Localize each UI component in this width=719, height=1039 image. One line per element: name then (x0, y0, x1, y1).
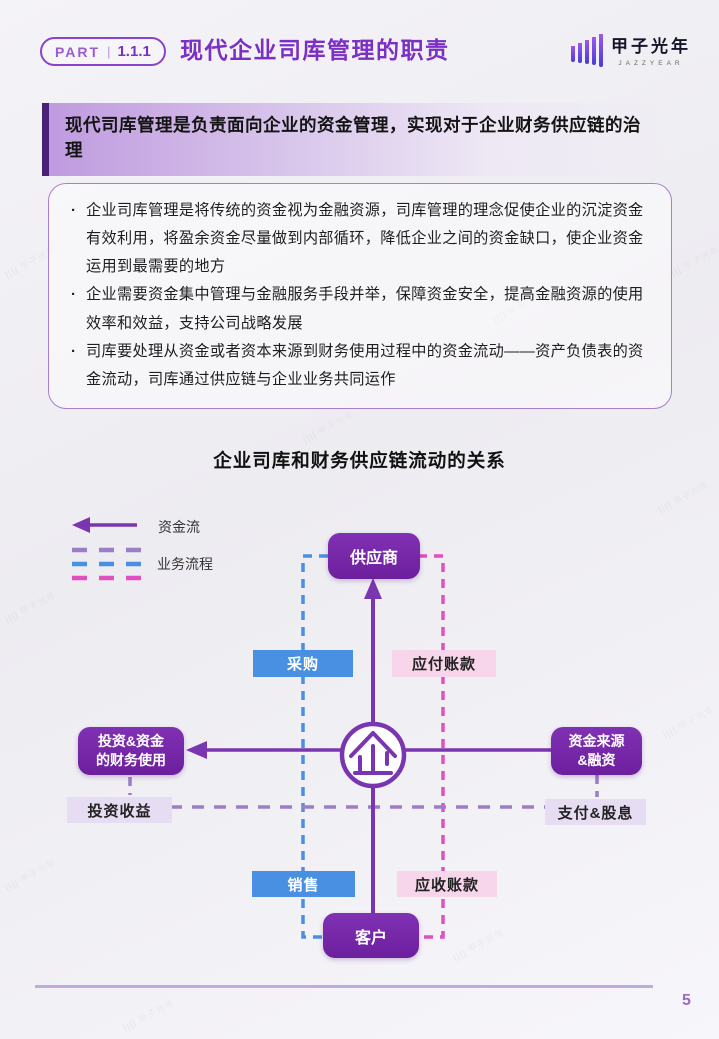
label-sales: 销售 (252, 871, 355, 897)
node-funding-source-line2: &融资 (577, 752, 616, 768)
node-investment-use-line2: 的财务使用 (96, 752, 166, 768)
part-separator: | (107, 44, 111, 59)
watermark: ||||甲子光年 (301, 409, 357, 445)
label-investment-income: 投资收益 (67, 797, 172, 823)
node-investment-use: 投资&资金 的财务使用 (78, 727, 184, 775)
watermark: ||||甲子光年 (3, 857, 59, 893)
part-badge: PART | 1.1.1 (40, 37, 166, 66)
legend-capital-flow-label: 资金流 (158, 519, 200, 535)
label-procurement: 采购 (253, 650, 353, 677)
brand-subtitle: JAZZYEAR (618, 60, 684, 67)
page-number: 5 (682, 992, 691, 1009)
node-investment-use-line1: 投资&资金 (97, 733, 165, 750)
brand-name: 甲子光年 (611, 37, 691, 56)
watermark: ||||甲子光年 (656, 479, 712, 515)
node-funding-source-line1: 资金来源 (568, 733, 625, 750)
key-message-text: 现代司库管理是负责面向企业的资金管理，实现对于企业财务供应链的治理 (65, 115, 641, 161)
node-funding-source: 资金来源 &融资 (551, 727, 642, 775)
part-number: 1.1.1 (117, 43, 151, 60)
watermark: ||||甲子光年 (451, 927, 507, 963)
part-label: PART (55, 43, 101, 60)
diagram-title: 企业司库和财务供应链流动的关系 (213, 450, 506, 471)
bullet-item: 企业需要资金集中管理与金融服务手段并举，保障资金安全，提高金融资源的使用效率和效… (71, 281, 645, 337)
label-accounts-receivable: 应收账款 (397, 871, 497, 897)
brand-logo: 甲子光年 JAZZYEAR (571, 32, 691, 67)
page-title: 现代企业司库管理的职责 (180, 37, 450, 63)
node-customer: 客户 (323, 913, 419, 958)
enterprise-house-icon (339, 721, 407, 789)
legend-business-process-label: 业务流程 (157, 556, 213, 572)
footer-divider (35, 985, 653, 988)
watermark: ||||甲子光年 (666, 244, 719, 280)
key-message-banner: 现代司库管理是负责面向企业的资金管理，实现对于企业财务供应链的治理 (42, 103, 678, 176)
node-supplier: 供应商 (328, 533, 420, 579)
label-payment-dividend: 支付&股息 (545, 799, 646, 825)
watermark: ||||甲子光年 (3, 589, 59, 625)
watermark: ||||甲子光年 (121, 997, 177, 1033)
legend-capital-flow-arrow-icon (72, 517, 137, 533)
bullet-item: 司库要处理从资金或者资本来源到财务使用过程中的资金流动——资产负债表的资金流动，… (71, 338, 645, 394)
arrow-up-icon (364, 578, 382, 599)
arrow-left-icon (186, 741, 207, 759)
summary-box: 企业司库管理是将传统的资金视为金融资源，司库管理的理念促使企业的沉淀资金有效利用… (48, 183, 672, 409)
label-accounts-payable: 应付账款 (392, 650, 496, 677)
watermark: ||||甲子光年 (661, 704, 717, 740)
bullet-item: 企业司库管理是将传统的资金视为金融资源，司库管理的理念促使企业的沉淀资金有效利用… (71, 197, 645, 281)
legend-business-process-icon (72, 547, 142, 581)
icicle-logo-icon (571, 32, 603, 67)
